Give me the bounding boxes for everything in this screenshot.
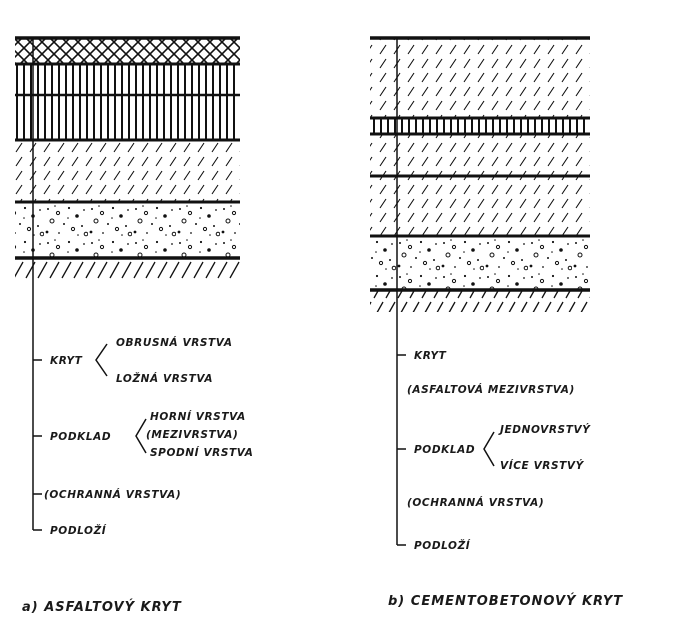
- a-layer-boundaries: [15, 36, 240, 260]
- b-leader-ticks: [397, 354, 406, 546]
- b-protective-layer-hatch: [370, 236, 590, 290]
- b-layer-boundaries: [370, 36, 590, 292]
- a-podklad-brace: [135, 418, 147, 454]
- b-label-asfaltova: (ASFALTOVÁ MEZIVRSTVA): [407, 383, 575, 396]
- a-caption: a) ASFALTOVÝ KRYT: [22, 599, 182, 615]
- a-wearing-layer-hatch: [15, 38, 240, 64]
- a-base-layer-hatch: [15, 140, 240, 202]
- a-leader-ticks: [33, 359, 42, 531]
- a-label-kryt: KRYT: [50, 355, 83, 367]
- b-label-kryt: KRYT: [414, 350, 447, 362]
- a-kryt-brace: [95, 343, 108, 377]
- b-label-jednovrstvy: JEDNOVRSTVÝ: [498, 423, 591, 436]
- b-lower-base-hatch: [370, 176, 590, 236]
- b-asphalt-interlayer-hatch: [370, 118, 590, 134]
- b-label-podlozi: PODLOŽÍ: [414, 538, 471, 552]
- a-label-horni: HORNÍ VRSTVA: [150, 410, 246, 423]
- a-label-obrusna: OBRUSNÁ VRSTVA: [116, 336, 233, 349]
- diagram-b: KRYT (ASFALTOVÁ MEZIVRSTVA) PODKLAD JEDN…: [370, 36, 623, 609]
- b-label-vicevrstvy: VÍCE VRSTVÝ: [500, 459, 585, 472]
- a-label-spodni: SPODNÍ VRSTVA: [150, 446, 254, 459]
- b-podklad-brace: [483, 431, 495, 467]
- a-binder-layer-hatch: [15, 64, 240, 140]
- b-concrete-slab-hatch: [370, 38, 590, 118]
- a-label-ochranna: (OCHRANNÁ VRSTVA): [44, 488, 181, 501]
- b-caption: b) CEMENTOBETONOVÝ KRYT: [388, 593, 623, 609]
- a-protective-layer-hatch: [15, 202, 240, 258]
- a-label-podklad: PODKLAD: [50, 431, 111, 443]
- diagram-a: KRYT OBRUSNÁ VRSTVA LOŽNÁ VRSTVA PODKLAD…: [15, 36, 254, 615]
- b-label-ochranna: (OCHRANNÁ VRSTVA): [407, 496, 544, 509]
- a-label-lozna: LOŽNÁ VRSTVA: [116, 371, 213, 385]
- a-subgrade-hatch: [15, 258, 240, 280]
- b-upper-base-hatch: [370, 134, 590, 176]
- a-label-podlozi: PODLOŽÍ: [50, 523, 107, 537]
- a-label-mezivrstva: (MEZIVRSTVA): [146, 429, 238, 441]
- b-subgrade-hatch: [370, 290, 590, 312]
- b-label-podklad: PODKLAD: [414, 444, 475, 456]
